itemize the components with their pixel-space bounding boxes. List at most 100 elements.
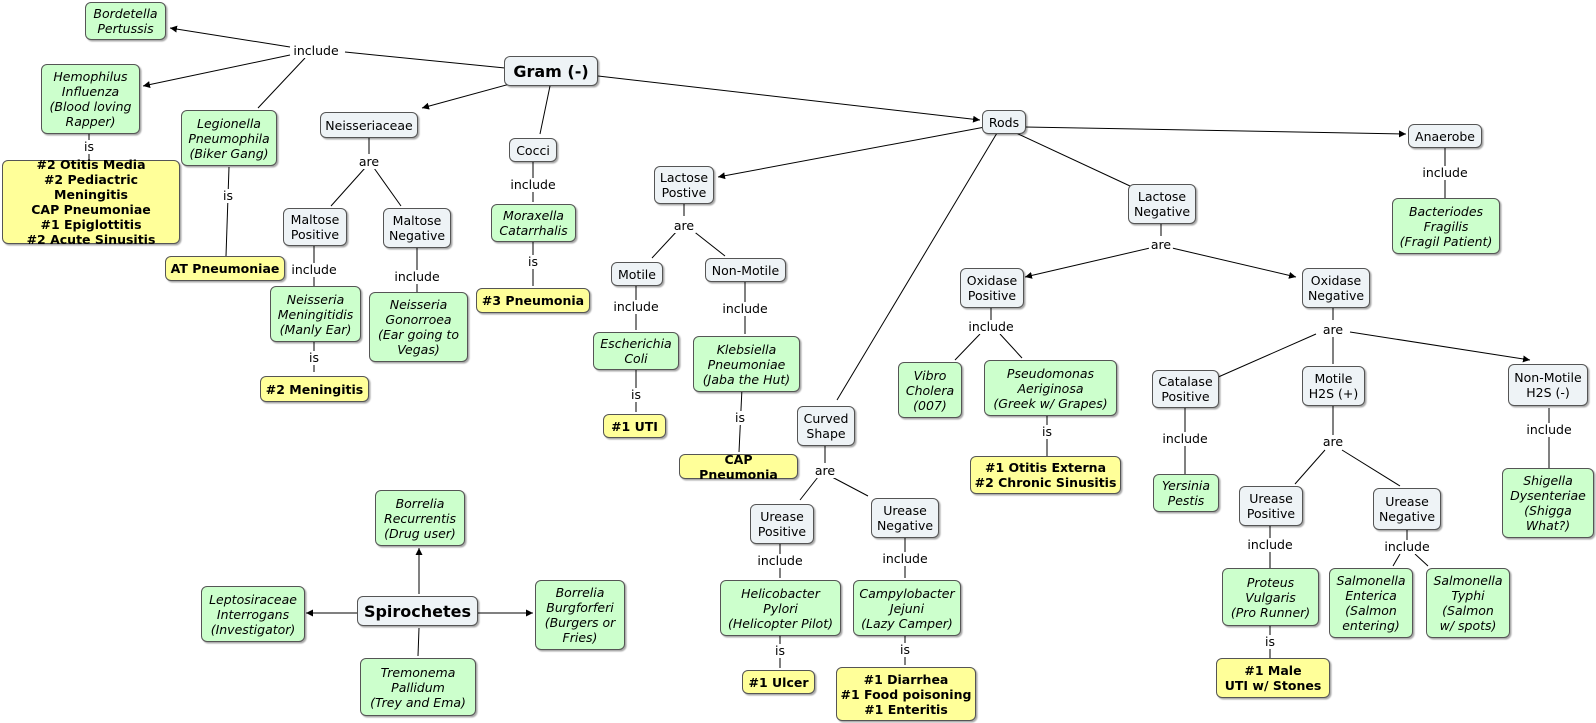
salmonella-typhi-node: Salmonella Typhi (Salmon w/ spots) — [1426, 568, 1510, 638]
link-label-legion-is: is — [221, 188, 235, 203]
helicobacter-node: Helicobacter Pylori (Helicopter Pilot) — [720, 580, 841, 636]
edge-are-upos1 — [799, 476, 819, 501]
catalase-positive-node: Catalase Positive — [1152, 370, 1219, 408]
link-label-lpos-are: are — [671, 218, 697, 233]
ulcer-disease-node: #1 Ulcer — [742, 670, 815, 694]
treponema-node: Tremonema Pallidum (Trey and Ema) — [360, 658, 476, 716]
link-label-campylo-is: is — [898, 642, 912, 657]
non-motile-node: Non-Motile — [705, 258, 786, 282]
link-label-mpos-include: include — [289, 262, 339, 277]
link-label-curved-are: are — [812, 463, 838, 478]
oxidase-positive-node: Oxidase Positive — [960, 268, 1024, 308]
link-label-motileh2s-are: are — [1320, 434, 1346, 449]
edge-are-oxneg — [1171, 247, 1297, 279]
link-label-helico-is: is — [773, 643, 787, 658]
yersinia-node: Yersinia Pestis — [1153, 474, 1219, 512]
link-label-cocci-include: include — [508, 177, 558, 192]
edge-are-nonmotile — [691, 229, 726, 257]
urease-negative-node-2: Urease Negative — [1373, 488, 1441, 530]
escherichia-coli-node: Escherichia Coli — [593, 332, 679, 370]
link-label-neiss-are: are — [356, 154, 382, 169]
link-label-morax-is: is — [526, 254, 540, 269]
link-label-uneg2-include: include — [1382, 539, 1432, 554]
edge-include-pseudo — [999, 333, 1023, 359]
edge-include-hemophilus — [142, 54, 291, 88]
edge-include-legionella — [257, 57, 306, 109]
motile-node: Motile — [611, 262, 663, 286]
curved-shape-node: Curved Shape — [797, 406, 855, 446]
edge-rods-lpos — [717, 126, 986, 180]
edge-rods-curved — [836, 132, 998, 401]
maltose-negative-node: Maltose Negative — [383, 208, 451, 248]
edge-are-uneg2 — [1341, 449, 1401, 487]
edge-rods-lneg — [1015, 132, 1131, 187]
legionella-node: Legionella Pneumophila (Biker Gang) — [181, 110, 277, 166]
legionella-disease-node: AT Pneumoniae — [165, 256, 285, 281]
edge-are-nonmotileh2s — [1349, 331, 1531, 363]
link-label-kleb-is: is — [733, 410, 747, 425]
borrelia-recurrentis-node: Borrelia Recurrentis (Drug user) — [375, 490, 465, 546]
edge-rods-anaerobe — [1024, 126, 1407, 138]
rods-node: Rods — [982, 110, 1026, 134]
edge-are-oxpos — [1024, 247, 1151, 279]
link-label-catalase-include: include — [1160, 431, 1210, 446]
neisseria-meningitidis-node: Neisseria Meningitidis (Manly Ear) — [270, 286, 361, 342]
cocci-node: Cocci — [509, 138, 557, 162]
link-label-motile-include: include — [611, 299, 661, 314]
urease-positive-node-2: Urease Positive — [1239, 486, 1303, 526]
proteus-node: Proteus Vulgaris (Pro Runner) — [1222, 568, 1319, 626]
edge-spiro-trepo — [417, 627, 420, 657]
link-label-oxneg-are: are — [1320, 322, 1346, 337]
urease-positive-node-1: Urease Positive — [750, 504, 814, 544]
urease-negative-node-1: Urease Negative — [871, 498, 939, 538]
spirochetes-node: Spirochetes — [357, 596, 478, 626]
campylobacter-diseases-node: #1 Diarrhea #1 Food poisoning #1 Enterit… — [836, 667, 976, 721]
link-label-upos1-include: include — [755, 553, 805, 568]
edge-are-upos2 — [1294, 449, 1326, 485]
link-label-oxpos-include: include — [966, 319, 1016, 334]
edge-include-salment — [1392, 553, 1401, 567]
shigella-node: Shigella Dysenteriae (Shigga What?) — [1502, 468, 1594, 538]
link-label-ecoli-is: is — [629, 387, 643, 402]
borrelia-burgdorferi-node: Borrelia Burgforferi (Burgers or Fries) — [535, 580, 625, 650]
link-label-lneg-are: are — [1148, 237, 1174, 252]
non-motile-h2s-negative-node: Non-Motile H2S (-) — [1508, 364, 1588, 406]
edge-gram-include — [344, 51, 506, 69]
link-label-hemo-is: is — [82, 139, 96, 154]
link-label-gram-include: include — [291, 43, 341, 58]
link-label-upos2-include: include — [1245, 537, 1295, 552]
link-label-mening-is: is — [307, 350, 321, 365]
motile-h2s-positive-node: Motile H2S (+) — [1302, 366, 1365, 406]
bordetella-node: Bordetella Pertussis — [85, 2, 166, 40]
leptospira-node: Leptosiraceae Interrogans (Investigator) — [201, 586, 305, 642]
cap-pneumonia-disease-node: CAP Pneumonia — [679, 452, 798, 482]
oxidase-negative-node: Oxidase Negative — [1302, 268, 1370, 308]
gram-negative-node: Gram (-) — [504, 56, 598, 86]
edge-include-vibrio — [954, 333, 981, 361]
maltose-positive-node: Maltose Positive — [283, 208, 347, 246]
meningitis-disease-node: #2 Meningitis — [260, 376, 369, 402]
moraxella-disease-node: #3 Pneumonia — [476, 288, 590, 313]
uti-disease-node: #1 UTI — [603, 414, 666, 438]
link-label-nonmotileh2s-include: include — [1524, 422, 1574, 437]
link-label-uneg1-include: include — [880, 551, 930, 566]
proteus-disease-node: #1 Male UTI w/ Stones — [1216, 658, 1330, 698]
moraxella-node: Moraxella Catarrhalis — [491, 204, 576, 242]
link-label-nonmotile-include: include — [720, 301, 770, 316]
edge-include-bordetella — [169, 25, 291, 48]
edge-include-salmtyphi — [1414, 553, 1429, 567]
edge-gram-cocci — [539, 85, 551, 135]
klebsiella-node: Klebsiella Pneumoniae (Jaba the Hut) — [693, 336, 800, 392]
lactose-positive-node: Lactose Postive — [654, 166, 714, 204]
edge-gram-neisseriaceae — [421, 83, 511, 110]
hemophilus-node: Hemophilus Influenza (Blood loving Rappe… — [41, 64, 140, 134]
vibrio-node: Vibro Cholera (007) — [898, 362, 962, 418]
campylobacter-node: Campylobacter Jejuni (Lazy Camper) — [853, 580, 961, 636]
pseudomonas-node: Pseudomonas Aeriginosa (Greek w/ Grapes) — [984, 360, 1117, 416]
edge-legion-dx — [225, 166, 230, 257]
salmonella-enterica-node: Salmonella Enterica (Salmon entering) — [1329, 568, 1413, 638]
anaerobe-node: Anaerobe — [1408, 124, 1482, 148]
link-label-anaerobe-include: include — [1420, 165, 1470, 180]
link-label-mneg-include: include — [392, 269, 442, 284]
